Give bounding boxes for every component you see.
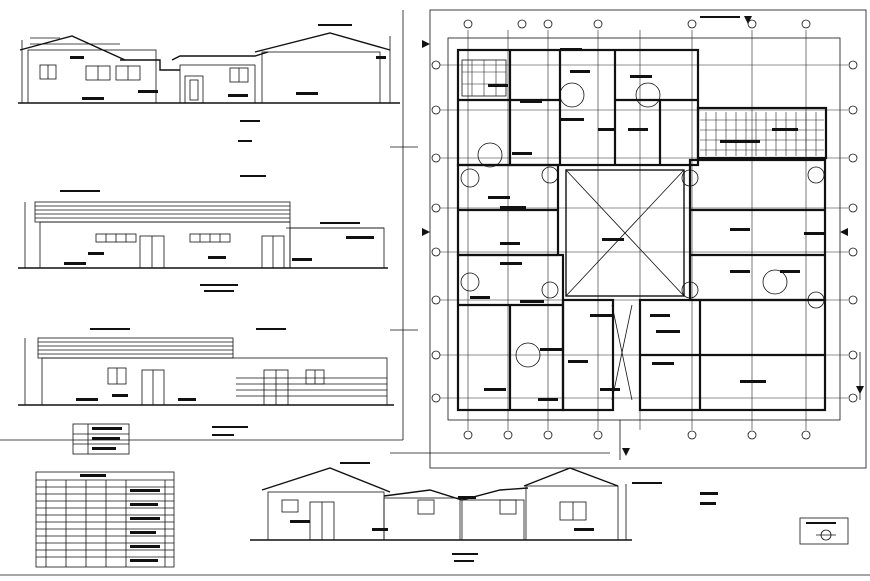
section-markers	[422, 16, 864, 460]
plan-border	[429, 9, 867, 469]
roof-middle	[120, 59, 180, 71]
grid-bubbles-left	[431, 60, 441, 403]
legend-key	[72, 423, 130, 455]
window	[499, 499, 517, 515]
roof-left	[19, 35, 126, 61]
window	[417, 499, 435, 515]
roof-left	[261, 467, 391, 493]
window	[281, 499, 299, 513]
grid-bubbles-top	[463, 19, 811, 29]
tiled-room	[700, 112, 824, 156]
front-elevation	[18, 24, 400, 104]
floor-plan	[422, 9, 867, 469]
view-title-underline	[240, 120, 260, 122]
side-elevation-2	[18, 328, 394, 406]
door-window-schedule	[35, 471, 175, 568]
courtyard	[565, 169, 685, 297]
plan-fixtures	[460, 59, 825, 401]
side-elevation-1	[18, 190, 388, 269]
roof-right	[254, 32, 391, 53]
plan-gridlines	[440, 30, 848, 430]
grid-bubbles-right	[848, 60, 858, 403]
grid-bubbles-bottom	[463, 430, 811, 440]
door	[184, 75, 204, 104]
sheet-dividers	[0, 10, 870, 576]
rear-elevation	[250, 462, 662, 541]
plan-walls	[456, 48, 828, 412]
plan-labels	[470, 16, 826, 401]
label-callout	[70, 56, 84, 59]
north-arrow-box	[799, 517, 849, 545]
roof-right	[523, 467, 619, 487]
